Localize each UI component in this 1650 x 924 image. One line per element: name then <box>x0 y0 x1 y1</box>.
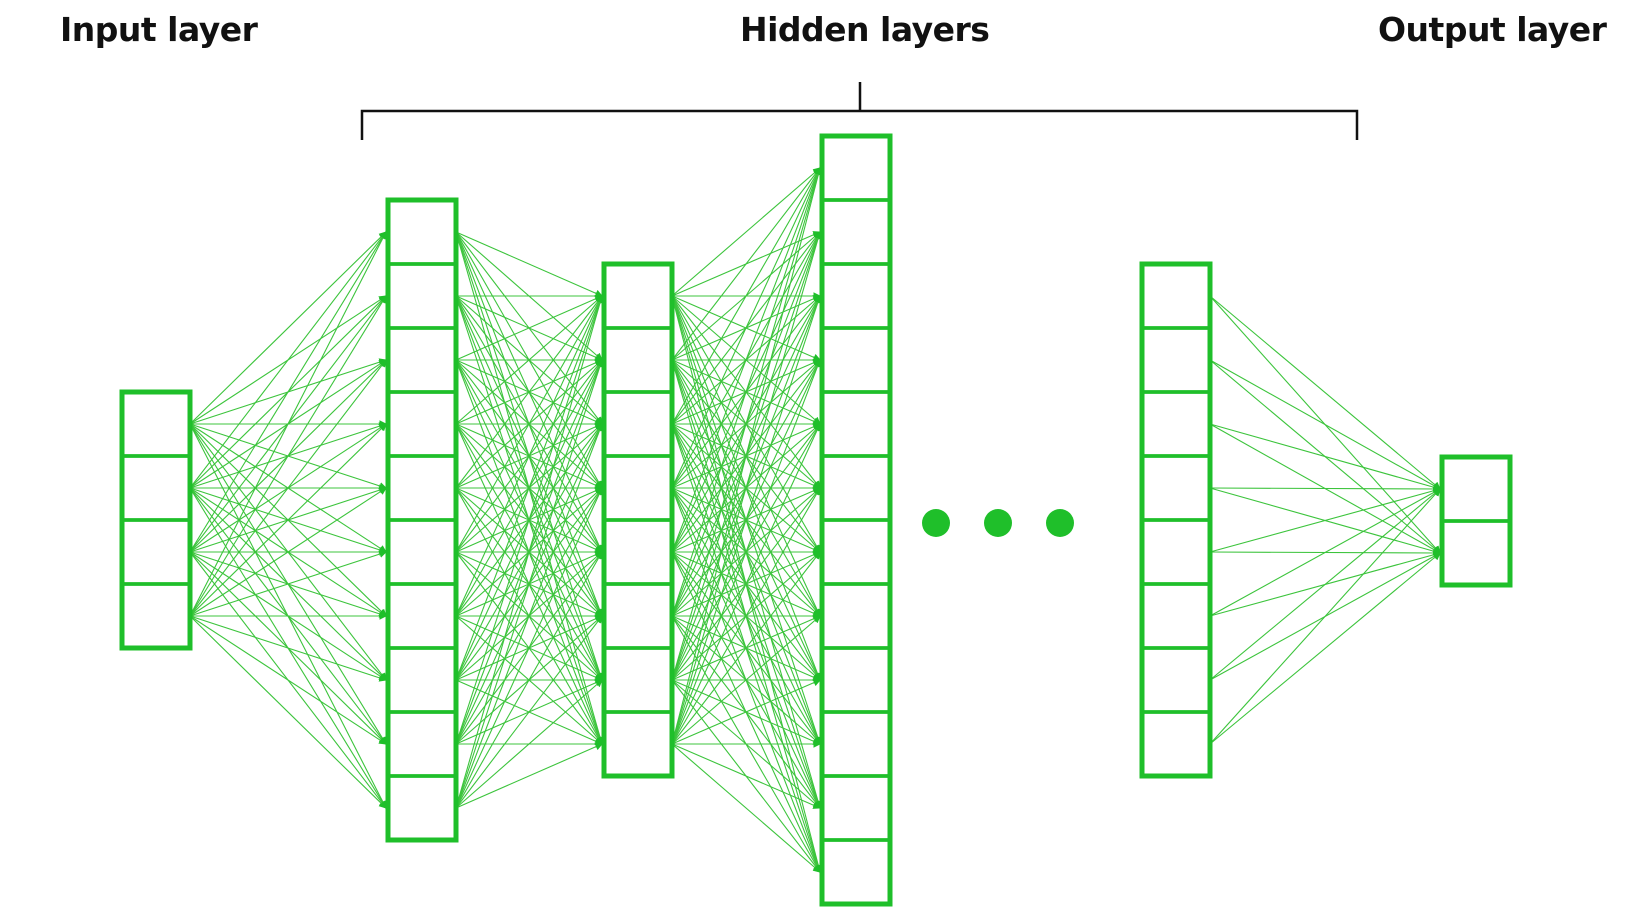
layer-input <box>119 389 193 651</box>
connection-hidden-2-7-to-hidden-3-8 <box>671 679 822 745</box>
connection-input-3-to-hidden-1-9 <box>189 615 387 809</box>
connection-lines <box>189 166 1442 874</box>
hidden-layers-label: Hidden layers <box>740 10 990 49</box>
connection-hidden-1-3-to-hidden-2-0 <box>455 295 603 425</box>
connection-hidden-2-7-to-hidden-3-10 <box>671 743 822 809</box>
connection-hidden-2-7-to-hidden-3-1 <box>671 230 822 745</box>
connection-hidden-2-3-to-hidden-3-0 <box>671 167 821 489</box>
neuron-output-1 <box>1440 519 1512 587</box>
connection-hidden-last-6-to-output-0 <box>1209 488 1441 681</box>
connection-hidden-2-7-to-hidden-3-11 <box>671 743 821 873</box>
connection-hidden-2-2-to-hidden-3-0 <box>671 167 821 425</box>
connection-hidden-last-3-to-output-0 <box>1209 485 1442 493</box>
connection-hidden-1-9-to-hidden-2-2 <box>455 422 604 809</box>
ellipsis-dot <box>1046 509 1074 537</box>
connection-input-0-to-hidden-1-0 <box>189 231 387 425</box>
connection-hidden-1-9-to-hidden-2-3 <box>455 486 603 809</box>
connection-input-3-to-hidden-1-0 <box>189 231 387 617</box>
neuron-hidden-3-11 <box>820 838 892 906</box>
bracket-line <box>360 82 1359 140</box>
output-layer-label: Output layer <box>1378 10 1607 49</box>
connection-hidden-2-7-to-hidden-3-6 <box>671 551 821 745</box>
connection-hidden-1-9-to-hidden-2-4 <box>455 551 603 809</box>
connection-input-2-to-hidden-1-0 <box>189 231 387 553</box>
connection-hidden-1-9-to-hidden-2-0 <box>455 294 604 809</box>
connection-hidden-1-6-to-hidden-2-0 <box>455 294 603 617</box>
connection-hidden-last-7-to-output-1 <box>1209 552 1441 745</box>
connection-input-3-to-hidden-1-4 <box>189 487 387 617</box>
connection-hidden-2-5-to-hidden-3-0 <box>671 166 822 617</box>
connection-hidden-2-7-to-hidden-3-7 <box>671 615 821 745</box>
connection-hidden-1-9-to-hidden-2-6 <box>455 679 603 809</box>
connection-hidden-1-7-to-hidden-2-0 <box>455 294 604 681</box>
connection-hidden-last-0-to-output-0 <box>1209 295 1441 490</box>
connection-hidden-1-0-to-hidden-2-0 <box>455 231 604 297</box>
connection-input-3-to-hidden-1-5 <box>189 550 388 617</box>
connection-hidden-2-4-to-hidden-3-0 <box>671 166 822 553</box>
connection-hidden-1-5-to-hidden-2-0 <box>455 295 603 553</box>
connection-input-3-to-hidden-1-7 <box>189 615 388 682</box>
layer-hidden-last <box>1139 261 1213 779</box>
connection-hidden-last-5-to-output-0 <box>1209 488 1441 617</box>
ellipsis-dots <box>922 509 1074 537</box>
connection-hidden-last-7-to-output-0 <box>1209 488 1441 745</box>
connection-input-3-to-hidden-1-8 <box>189 615 387 745</box>
neuron-input-3 <box>120 582 192 650</box>
connection-input-3-to-hidden-1-1 <box>189 295 387 617</box>
connection-hidden-1-4-to-hidden-2-0 <box>455 295 603 489</box>
ellipsis-dot <box>922 509 950 537</box>
connection-hidden-1-8-to-hidden-2-0 <box>455 294 604 745</box>
connection-hidden-1-9-to-hidden-2-5 <box>455 615 603 809</box>
input-layer-label: Input layer <box>60 10 258 49</box>
neuron-hidden-2-7 <box>602 710 674 778</box>
connection-hidden-last-4-to-output-0 <box>1209 487 1442 553</box>
connection-hidden-2-7-to-hidden-3-4 <box>671 423 821 745</box>
layers <box>119 133 1513 907</box>
layer-hidden-1 <box>385 197 459 843</box>
hidden-layers-bracket <box>360 82 1359 140</box>
connection-hidden-2-0-to-hidden-3-0 <box>671 167 821 297</box>
layer-hidden-2 <box>601 261 675 779</box>
connection-input-1-to-hidden-1-0 <box>189 231 387 489</box>
connection-hidden-2-7-to-hidden-3-3 <box>671 358 822 745</box>
connection-hidden-1-9-to-hidden-2-7 <box>455 743 604 809</box>
layer-hidden-3 <box>819 133 893 907</box>
neuron-hidden-1-9 <box>386 774 458 842</box>
connection-hidden-last-2-to-output-0 <box>1209 423 1442 491</box>
connection-hidden-2-7-to-hidden-3-2 <box>671 294 822 745</box>
neuron-hidden-last-7 <box>1140 710 1212 778</box>
connection-hidden-2-1-to-hidden-3-0 <box>671 167 821 361</box>
connection-hidden-last-1-to-output-0 <box>1209 359 1441 490</box>
connection-hidden-1-2-to-hidden-2-0 <box>455 295 604 361</box>
layer-output <box>1439 454 1513 588</box>
connection-hidden-1-9-to-hidden-2-1 <box>455 358 604 809</box>
connection-input-3-to-hidden-1-2 <box>189 359 387 617</box>
connection-hidden-2-7-to-hidden-3-5 <box>671 487 821 745</box>
connection-hidden-2-6-to-hidden-3-0 <box>671 166 822 681</box>
connection-input-3-to-hidden-1-3 <box>189 423 387 617</box>
connection-hidden-2-7-to-hidden-3-0 <box>671 166 823 745</box>
ellipsis-dot <box>984 509 1012 537</box>
